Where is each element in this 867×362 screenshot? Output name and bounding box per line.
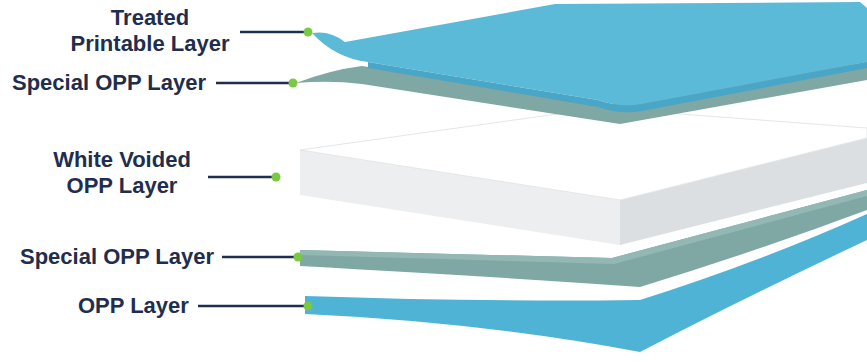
- leader-dots: [272, 28, 313, 311]
- treated-printable-edge: [368, 62, 867, 112]
- leader-line: [222, 256, 294, 259]
- white-voided-top: [300, 108, 867, 200]
- layer-label: White Voided OPP Layer: [42, 147, 202, 199]
- leader-dot: [294, 253, 303, 262]
- leader-dot: [289, 79, 298, 88]
- leader-line: [240, 31, 304, 34]
- layer-label: Special OPP Layer: [20, 244, 214, 270]
- treated-printable-layer: [312, 2, 867, 105]
- layer-label: OPP Layer: [78, 293, 189, 319]
- layer-label: Treated Printable Layer: [65, 5, 235, 57]
- leader-line: [216, 82, 289, 85]
- leader-dot: [304, 28, 313, 37]
- layer-label: Special OPP Layer: [12, 70, 206, 96]
- leader-dot: [304, 302, 313, 311]
- leader-line: [198, 305, 304, 308]
- leader-dot: [272, 173, 281, 182]
- leader-line: [208, 176, 272, 179]
